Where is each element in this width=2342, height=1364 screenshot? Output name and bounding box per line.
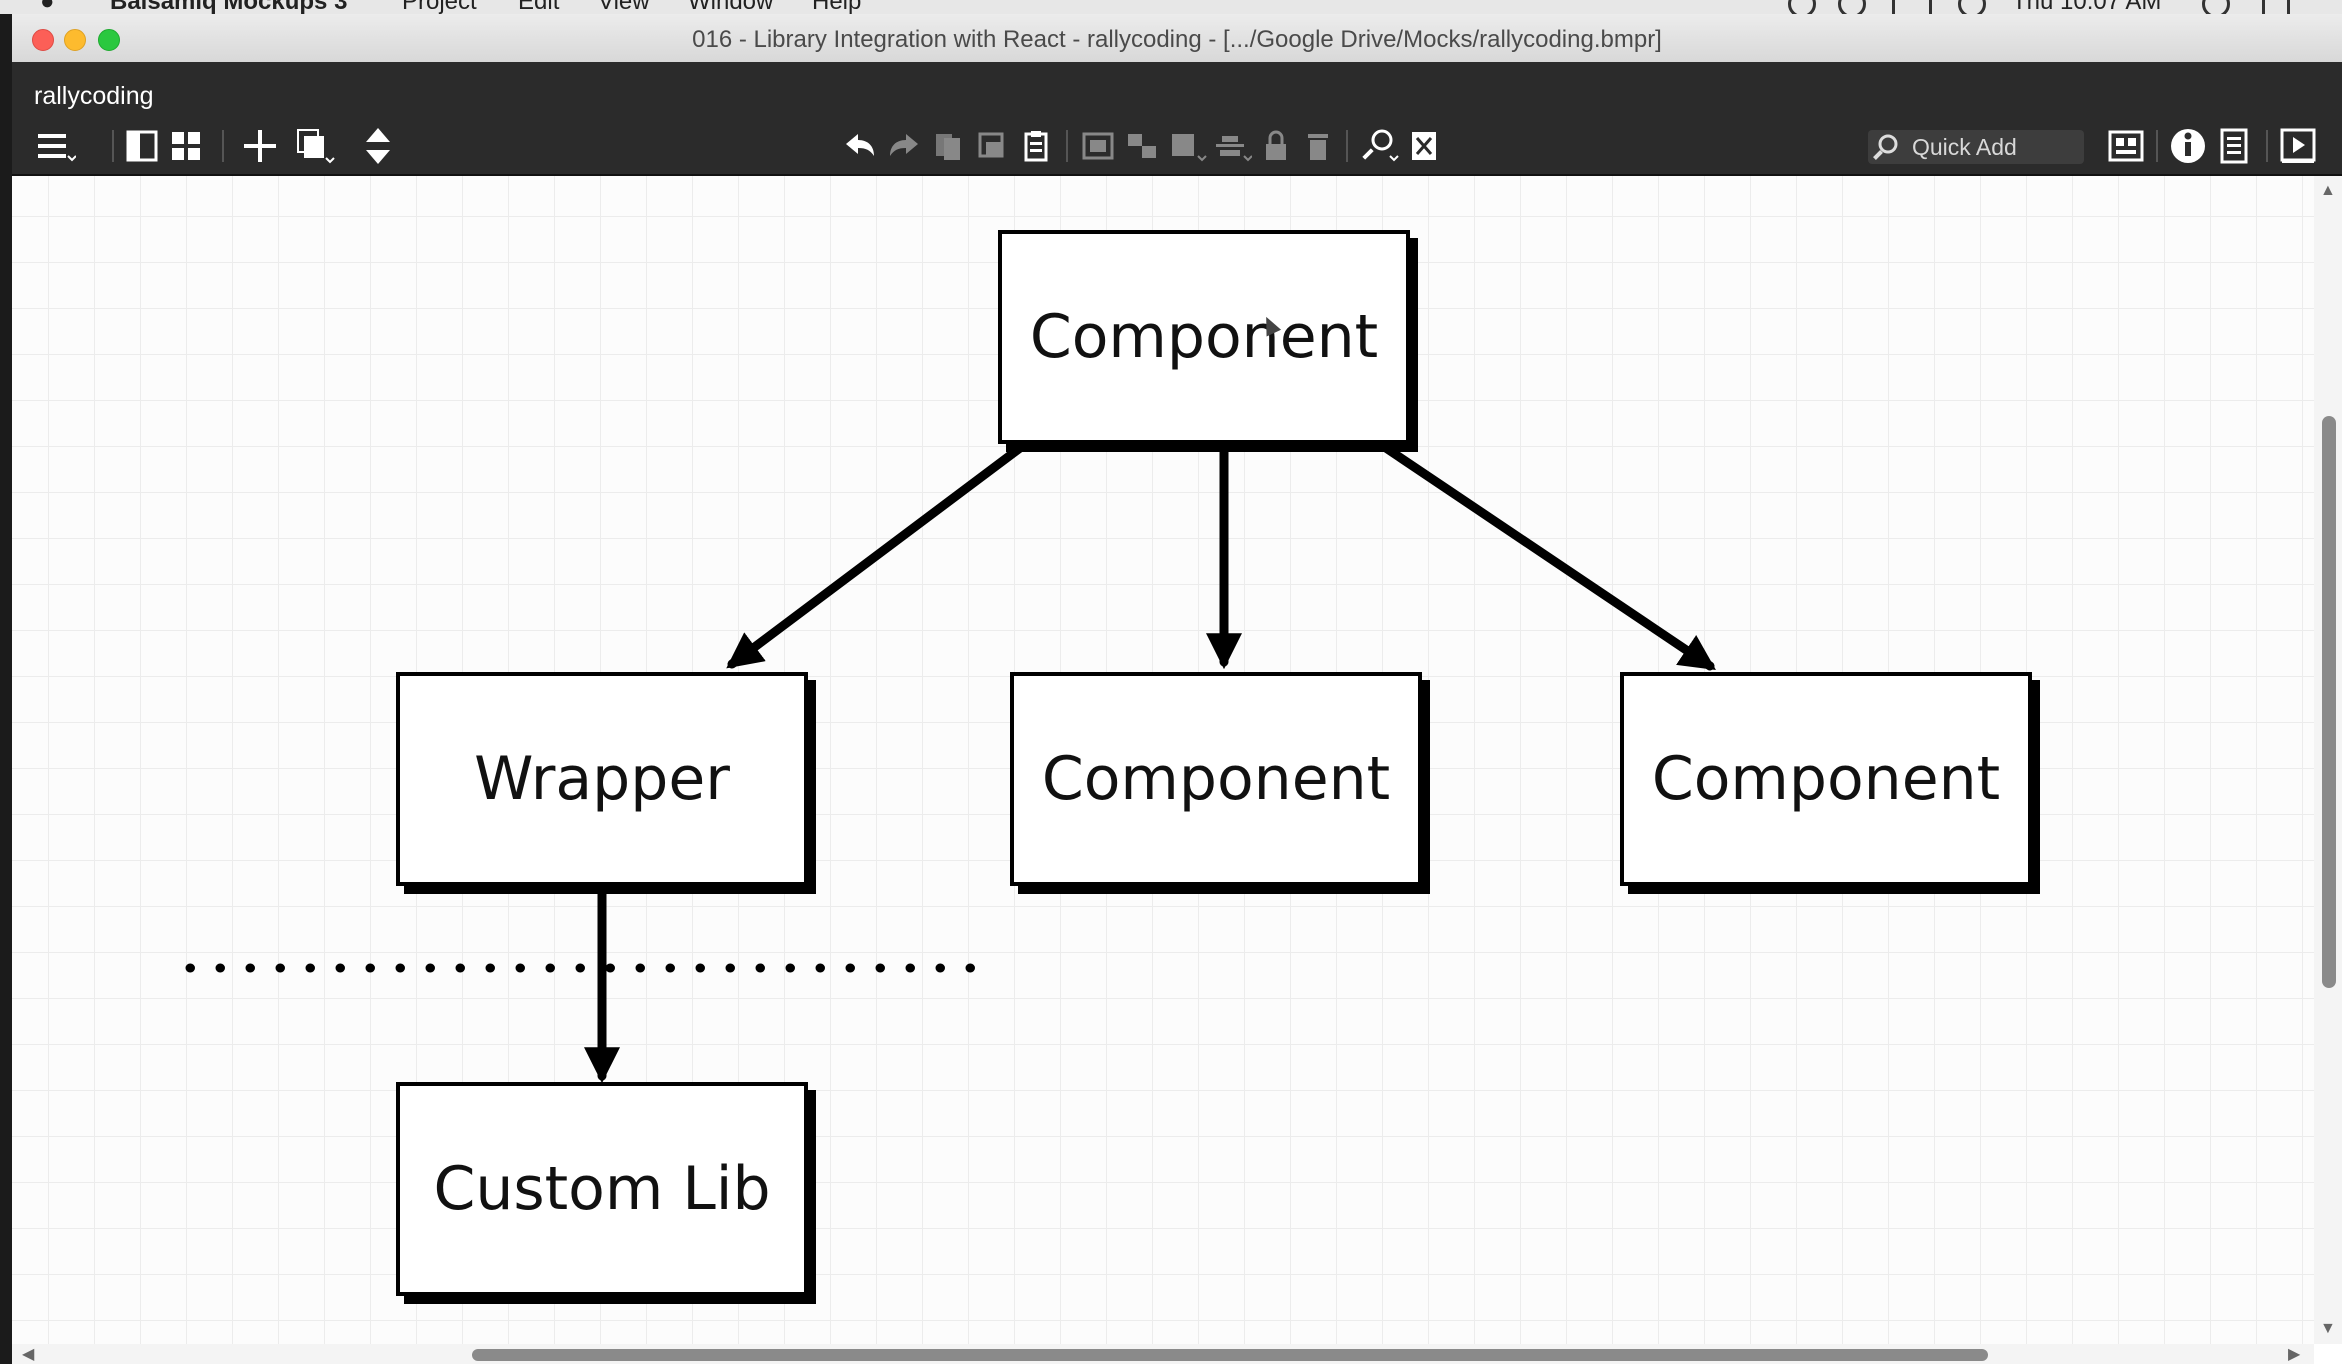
clear-filter-icon[interactable] — [1406, 126, 1442, 166]
apple-icon[interactable]: ● — [40, 0, 55, 14]
info-icon[interactable] — [2168, 126, 2208, 166]
mac-menu-bar: ● Balsamiq Mockups 3 Project Edit View W… — [0, 0, 2342, 14]
undo-icon[interactable] — [840, 126, 880, 166]
menu-edit[interactable]: Edit — [518, 0, 560, 14]
glasses-icon[interactable] — [1838, 0, 1866, 14]
spotlight-icon[interactable] — [2202, 0, 2230, 14]
group-icon[interactable] — [1080, 126, 1116, 166]
delete-icon[interactable] — [1300, 126, 1336, 166]
project-name[interactable]: rallycoding — [34, 82, 154, 110]
scroll-up-icon[interactable]: ▲ — [2320, 182, 2336, 199]
zoom-window-button[interactable] — [98, 29, 120, 51]
quick-add-input[interactable]: Quick Add — [1868, 130, 2084, 164]
minimize-window-button[interactable] — [64, 29, 86, 51]
node-wrapper[interactable]: Wrapper — [396, 672, 808, 886]
node-component-right[interactable]: Component — [1620, 672, 2032, 886]
scroll-down-icon[interactable]: ▼ — [2320, 1320, 2336, 1337]
vertical-scroll-thumb[interactable] — [2322, 416, 2336, 988]
menu-icon[interactable] — [34, 126, 76, 166]
ungroup-icon[interactable] — [1124, 126, 1160, 166]
node-wrapper-label: Wrapper — [474, 744, 730, 814]
menu-project[interactable]: Project — [402, 0, 477, 14]
single-pane-icon[interactable] — [124, 126, 160, 166]
menu-window[interactable]: Window — [688, 0, 774, 14]
search-icon — [1873, 134, 1898, 160]
toolbar-divider — [2156, 130, 2158, 162]
toolbar-divider — [2266, 130, 2268, 162]
node-component-root-label: Component — [1029, 302, 1379, 372]
arrow-to-wrapper[interactable] — [726, 443, 1025, 669]
node-custom-lib[interactable]: Custom Lib — [396, 1082, 808, 1296]
title-bar: 016 - Library Integration with React - r… — [12, 14, 2342, 63]
toolbar-divider — [1346, 130, 1348, 162]
menu-help[interactable]: Help — [812, 0, 862, 14]
bring-front-icon[interactable] — [1168, 126, 1208, 166]
menu-view[interactable]: View — [598, 0, 650, 14]
battery-icon[interactable] — [1892, 0, 1932, 14]
wifi-icon[interactable] — [1958, 0, 1986, 14]
menu-clock[interactable]: Thu 10:07 AM — [2012, 0, 2162, 14]
play-icon[interactable] — [2278, 126, 2318, 166]
find-icon[interactable] — [1360, 126, 1400, 166]
app-window: 016 - Library Integration with React - r… — [12, 14, 2342, 1364]
record-icon[interactable] — [1788, 0, 1816, 14]
toolbar-divider — [222, 130, 224, 162]
arrow-to-right-component[interactable] — [1381, 443, 1716, 671]
duplicate-icon[interactable] — [294, 126, 338, 166]
close-window-button[interactable] — [32, 29, 54, 51]
copy-icon[interactable] — [930, 126, 966, 166]
node-component-right-label: Component — [1651, 744, 2001, 814]
node-component-middle[interactable]: Component — [1010, 672, 1422, 886]
toolbar-divider — [112, 130, 114, 162]
paste-special-icon[interactable] — [974, 126, 1010, 166]
node-custom-lib-label: Custom Lib — [433, 1154, 771, 1224]
window-title: 016 - Library Integration with React - r… — [692, 26, 1662, 53]
align-icon[interactable] — [1212, 126, 1252, 166]
quick-add-label: Quick Add — [1912, 133, 2017, 160]
toolbar: Quick Add — [12, 118, 2342, 176]
notes-icon[interactable] — [2216, 126, 2252, 166]
horizontal-scrollbar[interactable]: ◀ ▶ — [12, 1344, 2314, 1364]
add-icon[interactable] — [240, 126, 280, 166]
vertical-scrollbar[interactable]: ▲ ▼ — [2314, 176, 2342, 1344]
project-bar: rallycoding — [12, 62, 2342, 118]
clipboard-icon[interactable] — [1018, 126, 1054, 166]
mockup-canvas[interactable]: Component Wrapper Component Component Cu… — [12, 176, 2314, 1344]
sort-icon[interactable] — [360, 126, 396, 166]
presentation-icon[interactable] — [2106, 126, 2146, 166]
lock-icon[interactable] — [1258, 126, 1294, 166]
notification-center-icon[interactable] — [2262, 0, 2290, 14]
scroll-left-icon[interactable]: ◀ — [22, 1346, 35, 1363]
menu-app-name[interactable]: Balsamiq Mockups 3 — [110, 0, 348, 14]
diagram-connectors — [185, 443, 1716, 1084]
horizontal-scroll-thumb[interactable] — [472, 1349, 1988, 1361]
scroll-right-icon[interactable]: ▶ — [2288, 1346, 2301, 1363]
redo-icon[interactable] — [884, 126, 924, 166]
node-component-root[interactable]: Component — [998, 230, 1410, 444]
grid-view-icon[interactable] — [168, 126, 204, 166]
toolbar-divider — [1066, 130, 1068, 162]
node-component-middle-label: Component — [1041, 744, 1391, 814]
